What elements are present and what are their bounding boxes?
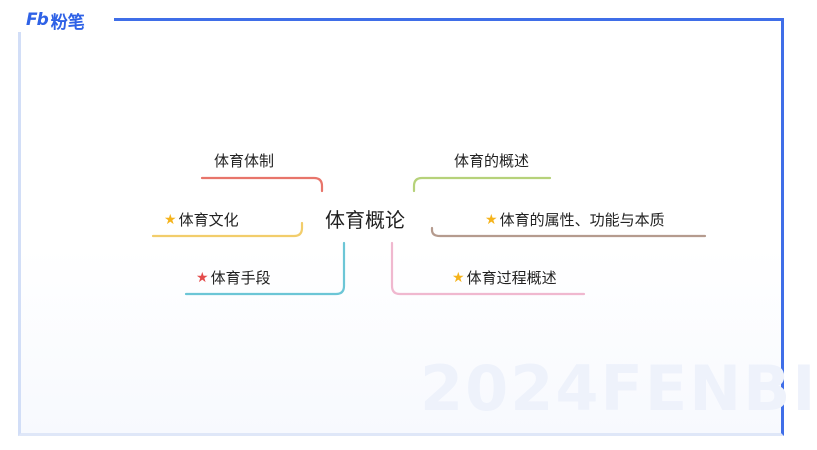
- logo-mark: Fb: [26, 10, 49, 30]
- logo-mask: [14, 4, 114, 32]
- watermark: 2024FENBI: [420, 352, 817, 425]
- branch-node-wenhua: ★ 体育文化: [164, 209, 239, 230]
- connector-wenhua: [151, 221, 304, 238]
- branch-node-gaishu: 体育的概述: [454, 150, 529, 171]
- connector-shuxing: [430, 226, 707, 238]
- mindmap-connectors: [151, 176, 707, 296]
- mindmap-center-topic: 体育概论: [325, 208, 405, 232]
- brand-logo: Fb 粉笔: [26, 9, 85, 33]
- logo-text: 粉笔: [50, 12, 85, 33]
- branch-label: 体育过程概述: [466, 269, 557, 287]
- branch-node-shuxing: ★ 体育的属性、功能与本质: [485, 209, 665, 230]
- branch-node-tizhi: 体育体制: [214, 150, 274, 171]
- branch-label: 体育文化: [178, 211, 239, 229]
- branch-label: 体育体制: [214, 152, 275, 170]
- branch-label: 体育的概述: [454, 152, 530, 170]
- star-icon: ★: [452, 269, 465, 286]
- slide-frame: [18, 18, 784, 436]
- branch-node-shouduan: ★ 体育手段: [196, 267, 271, 288]
- connector-guocheng: [390, 241, 586, 296]
- connector-gaishu: [412, 176, 552, 193]
- branch-node-guocheng: ★ 体育过程概述: [452, 267, 557, 288]
- star-icon: ★: [196, 269, 209, 286]
- star-icon: ★: [485, 211, 498, 228]
- branch-label: 体育手段: [210, 269, 271, 287]
- connector-shouduan: [184, 241, 346, 296]
- branch-label: 体育的属性、功能与本质: [499, 211, 665, 229]
- star-icon: ★: [164, 211, 177, 228]
- connector-tizhi: [200, 176, 324, 193]
